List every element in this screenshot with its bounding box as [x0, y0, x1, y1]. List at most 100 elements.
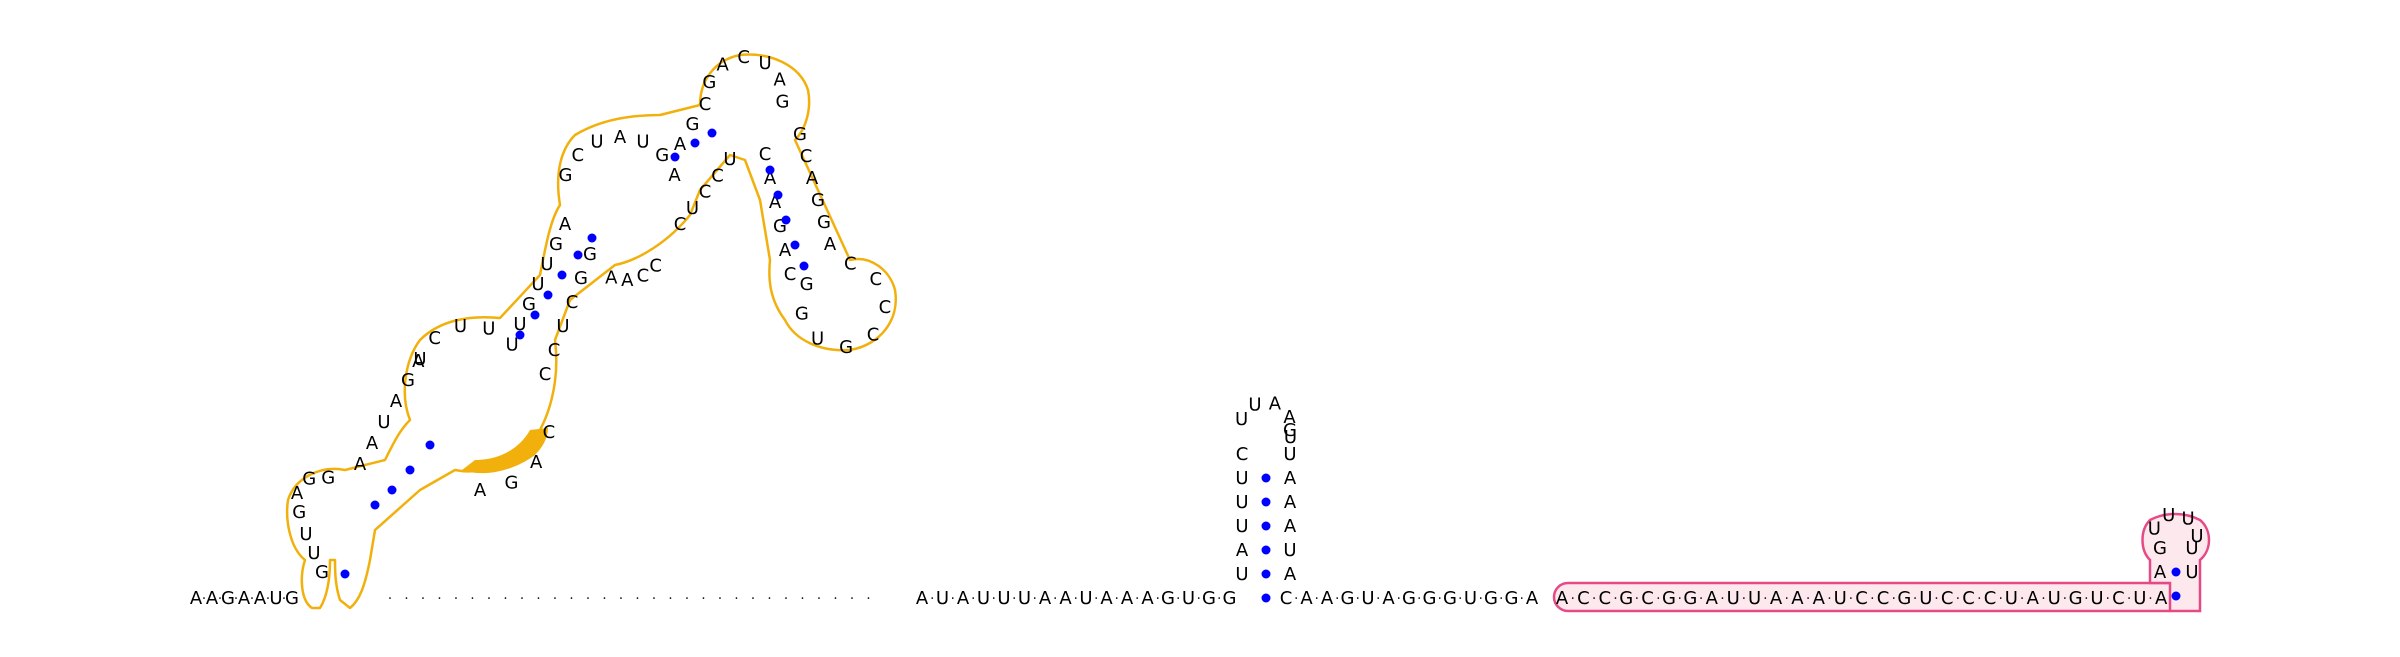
domain-nucleotide: C: [674, 214, 687, 235]
base-pair-dot: [1261, 473, 1271, 483]
backbone-link: ·: [388, 591, 392, 607]
domain-nucleotide: C: [699, 94, 712, 115]
five-prime-nucleotide: A: [190, 588, 203, 609]
backbone-link: ·: [503, 591, 507, 607]
backbone-link: ·: [1763, 591, 1767, 607]
hairpin-loop-nucleotide: U: [1248, 394, 1261, 415]
base-pair-dot: [530, 310, 540, 320]
boxed-region-nucleotide: U: [1727, 588, 1740, 609]
domain-nucleotide: C: [543, 422, 556, 443]
domain-nucleotide: A: [291, 483, 304, 504]
backbone-link: ·: [1870, 591, 1874, 607]
domain-nucleotide: U: [556, 316, 569, 337]
hairpin-right-nucleotide: U: [1283, 540, 1296, 561]
backbone-link: ·: [930, 591, 934, 607]
domain-nucleotide: U: [454, 316, 467, 337]
base-pair-dot: [387, 485, 397, 495]
backbone-link: ·: [404, 591, 408, 607]
post-hairpin-nucleotide: G: [1341, 588, 1355, 609]
backbone-link: ·: [800, 591, 804, 607]
base-pair-dot: [543, 290, 553, 300]
base-pair-dot: [587, 233, 597, 243]
backbone-link: ·: [586, 591, 590, 607]
domain-nucleotide: G: [522, 294, 536, 315]
boxed-region-nucleotide: G: [1683, 588, 1697, 609]
post-hairpin-nucleotide: A: [1526, 588, 1539, 609]
backbone-link: ·: [1635, 591, 1639, 607]
boxed-region-nucleotide: C: [1577, 588, 1590, 609]
boxed-region-nucleotide: C: [1641, 588, 1654, 609]
backbone-link: ·: [1956, 591, 1960, 607]
domain-nucleotide: A: [774, 70, 787, 91]
domain-nucleotide: A: [530, 452, 543, 473]
domain-nucleotide: G: [775, 92, 789, 113]
domain-nucleotide: G: [401, 370, 415, 391]
post-hairpin-nucleotide: A: [1300, 588, 1313, 609]
terminal-hairpin-nucleotide: U: [2190, 526, 2203, 547]
domain-nucleotide: A: [717, 54, 730, 75]
base-pair-dot: [1261, 497, 1271, 507]
hairpin-left-nucleotide: C: [1236, 444, 1249, 465]
backbone-link: ·: [1176, 591, 1180, 607]
domain-nucleotide: C: [539, 364, 552, 385]
backbone-link: ·: [668, 591, 672, 607]
post-hairpin-nucleotide: G: [1443, 588, 1457, 609]
domain-nucleotide: U: [590, 132, 603, 153]
backbone-link: ·: [487, 591, 491, 607]
middle-nucleotide: A: [916, 588, 929, 609]
backbone-link: ·: [1479, 591, 1483, 607]
domain-nucleotide: G: [655, 145, 669, 166]
backbone-link: ·: [1356, 591, 1360, 607]
backbone-link: ·: [767, 591, 771, 607]
backbone-link: ·: [1592, 591, 1596, 607]
boxed-region-nucleotide: A: [1556, 588, 1569, 609]
domain-nucleotide: G: [817, 212, 831, 233]
domain-nucleotide: C: [867, 324, 880, 345]
boxed-region-nucleotide: A: [1770, 588, 1783, 609]
hairpin-left-nucleotide: U: [1235, 468, 1248, 489]
domain-nucleotide: A: [674, 134, 687, 155]
domain-nucleotide: U: [636, 132, 649, 153]
post-hairpin-nucleotide: G: [1402, 588, 1416, 609]
backbone-link: ·: [602, 591, 606, 607]
backbone-link: ·: [1197, 591, 1201, 607]
domain-nucleotide: G: [292, 502, 306, 523]
domain-nucleotide: A: [354, 454, 367, 475]
backbone-link: ·: [421, 591, 425, 607]
middle-nucleotide: A: [1141, 588, 1154, 609]
domain-nucleotide: U: [513, 314, 526, 335]
domain-nucleotide: C: [784, 264, 797, 285]
domain-nucleotide: C: [699, 182, 712, 203]
domain-nucleotide: U: [811, 328, 824, 349]
middle-nucleotide: A: [1121, 588, 1134, 609]
base-pair-dot: [573, 250, 583, 260]
terminal-hairpin-nucleotide: G: [2153, 538, 2167, 559]
hairpin-loop-nucleotide: A: [1283, 407, 1296, 428]
domain-nucleotide: C: [649, 256, 662, 277]
middle-nucleotide: A: [1059, 588, 1072, 609]
backbone-link: ·: [1033, 591, 1037, 607]
backbone-link: ·: [1458, 591, 1462, 607]
middle-nucleotide: G: [1202, 588, 1216, 609]
base-pair-dot: [781, 215, 791, 225]
base-pair-dot: [765, 165, 775, 175]
boxed-region-nucleotide: C: [1962, 588, 1975, 609]
hairpin-left-nucleotide: U: [1235, 492, 1248, 513]
domain-nucleotide: U: [686, 198, 699, 219]
hairpin-right-nucleotide: U: [1283, 444, 1296, 465]
post-hairpin-nucleotide: G: [1423, 588, 1437, 609]
backbone-link: ·: [569, 591, 573, 607]
backbone-link: ·: [1115, 591, 1119, 607]
post-hairpin-nucleotide: U: [1361, 588, 1374, 609]
backbone-link: ·: [1335, 591, 1339, 607]
boxed-region-nucleotide: A: [2027, 588, 2040, 609]
backbone-link: ·: [1699, 591, 1703, 607]
backbone-link: ·: [1074, 591, 1078, 607]
backbone-link: ·: [635, 591, 639, 607]
backbone-link: ·: [652, 591, 656, 607]
boxed-region-nucleotide: G: [2069, 588, 2083, 609]
backbone-link: ·: [1806, 591, 1810, 607]
middle-nucleotide: U: [1018, 588, 1031, 609]
base-pair-dot: [773, 190, 783, 200]
domain-nucleotide: C: [572, 145, 585, 166]
